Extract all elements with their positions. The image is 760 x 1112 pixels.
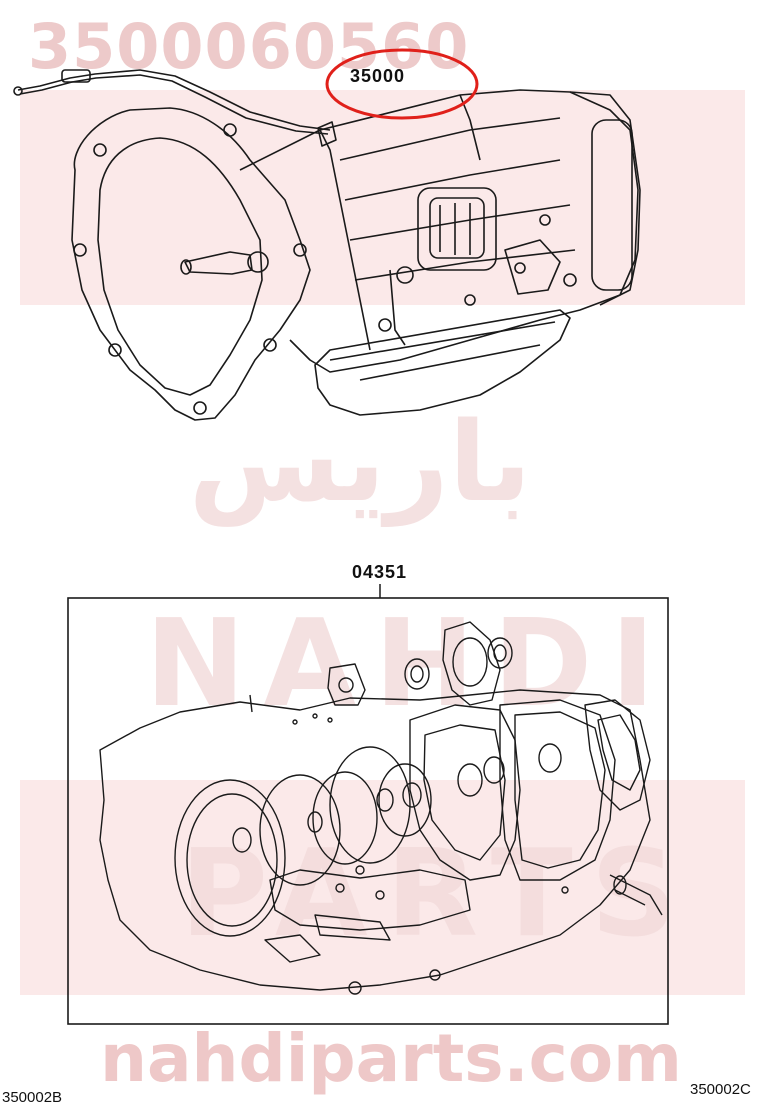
assembly-callout-label: 35000 <box>350 66 406 86</box>
gasket-kit-callout-label: 04351 <box>352 562 408 582</box>
figure-code-left: 350002B <box>2 1089 63 1106</box>
watermark-band-bottom <box>20 780 745 995</box>
gasket-kit-frame <box>67 597 669 1025</box>
transmission-assembly-drawing <box>13 69 641 421</box>
figure-code-right: 350002C <box>690 1081 751 1098</box>
watermark-band-top <box>20 90 745 305</box>
brand-watermark: NAHDI PARTS باريس <box>145 398 695 964</box>
svg-text:باريس: باريس <box>189 398 532 527</box>
highlight-ring <box>325 48 479 120</box>
gasket-kit-drawing <box>99 621 663 995</box>
svg-text:NAHDI: NAHDI <box>145 595 673 734</box>
part-number-watermark: 3500060560 <box>28 10 470 83</box>
site-watermark: nahdiparts.com <box>100 1020 682 1097</box>
svg-text:PARTS: PARTS <box>180 825 695 964</box>
